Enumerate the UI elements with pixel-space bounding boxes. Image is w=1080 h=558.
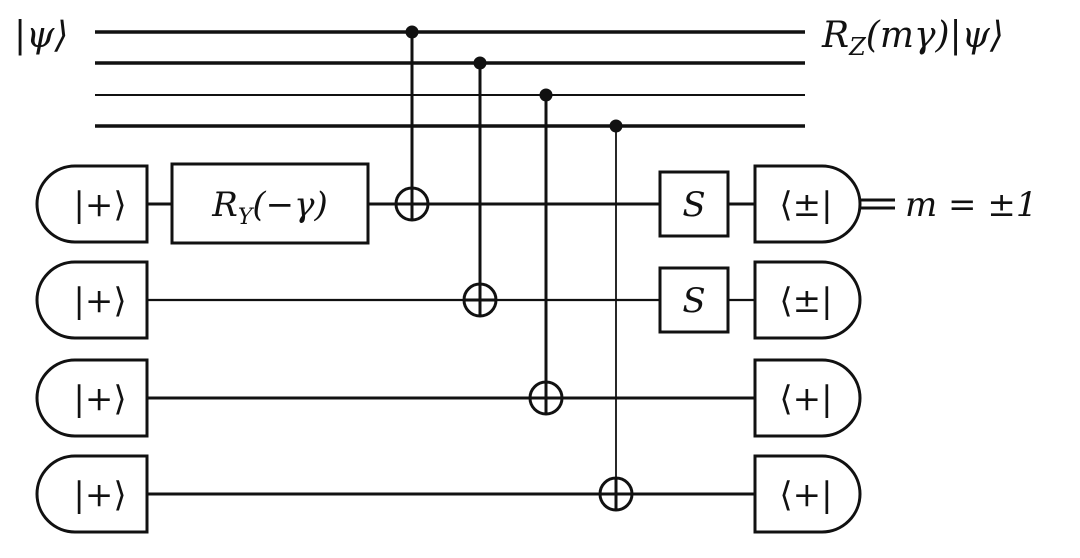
prep-box-2: |+⟩ [35,260,149,340]
prep-box-1-label: |+⟩ [73,185,126,225]
cnot-2 [462,56,498,318]
s-gate-1-label: S [682,185,705,225]
cnot-1 [394,25,430,222]
prep-box-2-label: |+⟩ [73,281,126,321]
input-state-label: |ψ⟩ [14,15,68,56]
cnot-3 [528,88,564,416]
cnot-4 [598,119,634,512]
result-label: m = ±1 [905,185,1037,225]
prep-box-4: |+⟩ [35,454,149,534]
s-gate-2-label: S [682,281,705,321]
measurement-box-1: ⟨±| [753,164,862,244]
prep-box-3-label: |+⟩ [73,379,126,419]
s-gate-2: S [658,266,730,334]
measurement-box-4: ⟨+| [753,454,862,534]
output-state-label: RZ(mγ)|ψ⟩ [821,15,1004,61]
cnot-1-control-dot [405,25,419,39]
cnot-3-control-dot [539,88,553,102]
measurement-box-3: ⟨+| [753,358,862,438]
cnot-4-control-dot [609,119,623,133]
cnot-2-control-dot [473,56,487,70]
rotation-gate: RY(−γ) [170,162,370,245]
measurement-box-2-label: ⟨±| [779,281,832,321]
prep-box-3: |+⟩ [35,358,149,438]
prep-box-1: |+⟩ [35,164,149,244]
measurement-box-1-label: ⟨±| [779,185,832,225]
rotation-gate-label: RY(−γ) [211,185,327,230]
measurement-box-4-label: ⟨+| [779,475,832,515]
measurement-box-2: ⟨±| [753,260,862,340]
measurement-box-3-label: ⟨+| [779,379,832,419]
s-gate-1: S [658,170,730,238]
prep-box-4-label: |+⟩ [73,475,126,515]
